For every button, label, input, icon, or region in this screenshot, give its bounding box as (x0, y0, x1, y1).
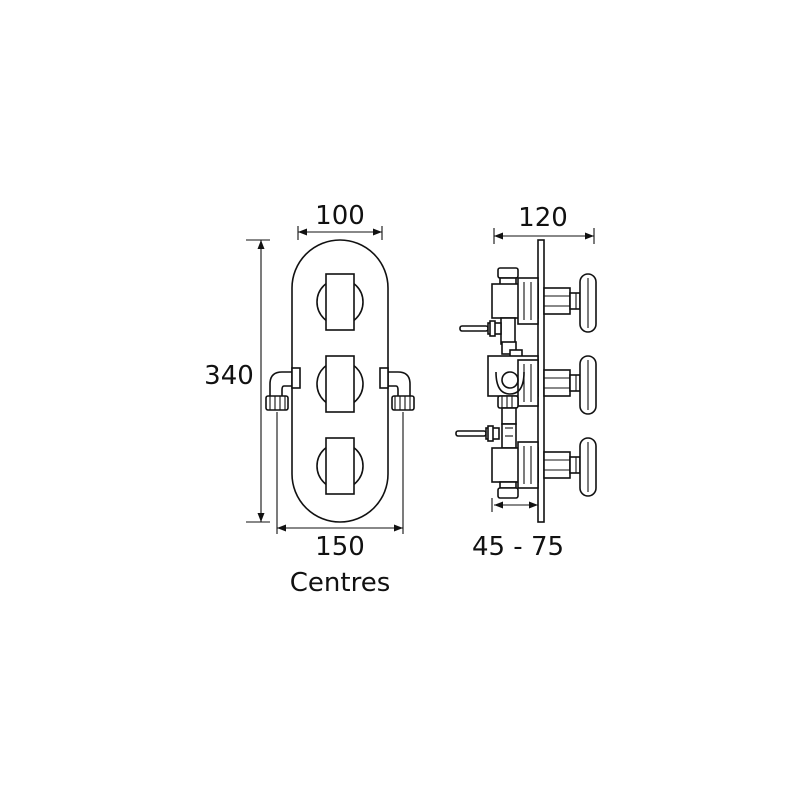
front-handle-middle (316, 355, 364, 413)
side-view: 120 (455, 203, 597, 562)
left-inlet-elbow (265, 367, 301, 411)
centres-caption: Centres (290, 568, 390, 598)
depth-dimension: 120 (493, 203, 595, 244)
width-dimension: 100 (297, 201, 383, 240)
front-handle-bottom (316, 437, 364, 495)
side-handle-bottom (543, 437, 597, 497)
adjust-label: 45 - 75 (472, 532, 564, 562)
side-handle-top (543, 273, 597, 333)
width-label: 100 (315, 201, 365, 231)
centres-dimension: 150 Centres (276, 412, 404, 598)
adjust-dimension: 45 - 75 (472, 498, 564, 562)
side-plate (537, 239, 545, 523)
depth-label: 120 (518, 203, 568, 233)
front-handle-top (316, 273, 364, 331)
side-valve-bottom (455, 423, 539, 499)
front-view: 100 340 (204, 201, 415, 598)
centres-label: 150 (315, 532, 365, 562)
height-dimension: 340 (204, 239, 270, 523)
side-handle-middle (543, 355, 597, 415)
side-valve-top (459, 267, 539, 345)
height-label: 340 (204, 361, 254, 391)
right-inlet-elbow (379, 367, 415, 411)
side-valve-middle (487, 341, 539, 425)
